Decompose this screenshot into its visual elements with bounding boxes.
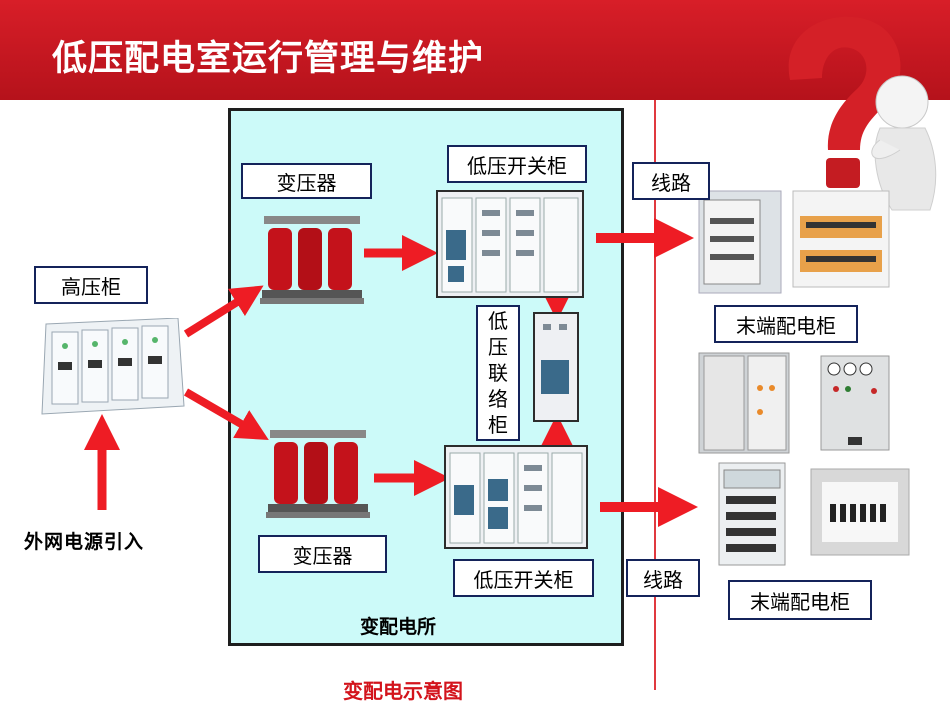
- label-lv-tie-char-4: 络: [488, 387, 508, 411]
- label-lv-tie-cabinet: 低 压 联 络 柜: [476, 305, 520, 441]
- label-lv-tie-char-2: 压: [488, 335, 508, 359]
- label-lv-tie-char-5: 柜: [488, 413, 508, 437]
- label-lv-tie-char-1: 低: [488, 309, 508, 333]
- label-terminal-top: 末端配电柜: [714, 305, 858, 343]
- divider-line: [654, 100, 656, 690]
- terminal-cabinet-mid-left-icon: [698, 352, 790, 454]
- hv-cabinet-icon: [41, 318, 185, 415]
- diagram-caption: 变配电示意图: [343, 679, 463, 703]
- label-line-bottom: 线路: [626, 559, 700, 597]
- label-line-top: 线路: [632, 162, 710, 200]
- label-substation: 变配电所: [360, 616, 437, 638]
- label-hv-cabinet: 高压柜: [34, 266, 148, 304]
- arrow-hv-to-transformer-bottom: [183, 388, 269, 441]
- label-transformer-bottom: 变压器: [258, 535, 387, 573]
- arrow-hv-to-transformer-top: [183, 285, 264, 338]
- label-lv-tie-char-3: 联: [488, 361, 508, 385]
- label-terminal-bottom: 末端配电柜: [728, 580, 872, 620]
- label-transformer-top: 变压器: [241, 163, 372, 199]
- label-lv-switch-bottom: 低压开关柜: [453, 559, 594, 597]
- terminal-cabinet-bottom-right-icon: [810, 468, 910, 556]
- label-external-power: 外网电源引入: [24, 531, 145, 553]
- terminal-cabinet-top-left-icon: [698, 190, 782, 294]
- terminal-cabinet-mid-right-icon: [820, 355, 890, 451]
- transformer-bottom-icon: [266, 430, 370, 518]
- lv-switchgear-bottom-icon: [444, 445, 588, 549]
- terminal-cabinet-bottom-left-icon: [718, 462, 786, 566]
- slide-title: 低压配电室运行管理与维护: [52, 39, 485, 79]
- transformer-top-icon: [260, 216, 364, 304]
- terminal-cabinet-top-right-icon: [792, 190, 890, 288]
- label-lv-switch-top: 低压开关柜: [447, 145, 587, 183]
- lv-switchgear-top-icon: [436, 190, 584, 298]
- lv-tie-cabinet-icon: [533, 312, 579, 422]
